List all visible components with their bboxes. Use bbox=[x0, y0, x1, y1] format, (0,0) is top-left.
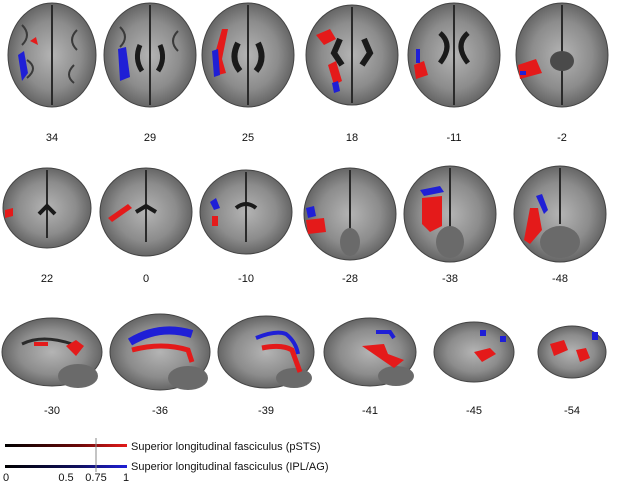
axial-slice-5 bbox=[407, 2, 501, 108]
slice-label: -11 bbox=[446, 132, 461, 144]
sagittal-slice-2 bbox=[109, 313, 211, 391]
axial-slice-4 bbox=[305, 4, 399, 106]
slice-label: -48 bbox=[552, 273, 568, 285]
slice-label: -30 bbox=[44, 405, 60, 417]
slice-label: 25 bbox=[242, 132, 254, 144]
coronal-slice-2 bbox=[99, 167, 193, 257]
legend-tick: 1 bbox=[123, 472, 129, 482]
row-axial bbox=[7, 2, 609, 108]
axial-slice-6 bbox=[515, 2, 609, 108]
slice-label: -41 bbox=[362, 405, 378, 417]
coronal-slice-4 bbox=[303, 167, 397, 261]
slice-label: 18 bbox=[346, 132, 358, 144]
sagittal-slice-3 bbox=[217, 315, 315, 389]
axial-slice-1 bbox=[7, 2, 97, 108]
coronal-slice-5 bbox=[403, 165, 497, 263]
coronal-slice-3 bbox=[199, 169, 293, 255]
slice-label: -38 bbox=[442, 273, 458, 285]
legend-label-pstS: Superior longitudinal fasciculus (pSTS) bbox=[131, 441, 321, 453]
coronal-slice-6 bbox=[513, 165, 607, 263]
slice-label: 22 bbox=[41, 273, 53, 285]
legend: Superior longitudinal fasciculus (pSTS) … bbox=[3, 438, 328, 482]
sagittal-slice-6 bbox=[537, 325, 607, 379]
slice-label: 29 bbox=[144, 132, 156, 144]
slice-label: 34 bbox=[46, 132, 58, 144]
sagittal-slice-4 bbox=[323, 317, 417, 387]
slice-label: -10 bbox=[238, 273, 254, 285]
row-coronal bbox=[2, 165, 607, 263]
legend-bar-pstS bbox=[5, 444, 127, 447]
slice-label: -28 bbox=[342, 273, 358, 285]
sagittal-slice-1 bbox=[1, 317, 103, 388]
axial-slice-3 bbox=[201, 2, 295, 108]
row-sagittal bbox=[1, 313, 607, 391]
legend-tick: 0.5 bbox=[58, 472, 73, 482]
slice-label: 0 bbox=[143, 273, 149, 285]
legend-tick: 0 bbox=[3, 472, 9, 482]
legend-tick: 0.75 bbox=[85, 472, 106, 482]
slice-label: -36 bbox=[152, 405, 168, 417]
slice-label: -45 bbox=[466, 405, 482, 417]
sagittal-slice-5 bbox=[433, 321, 515, 383]
slice-label: -2 bbox=[557, 132, 567, 144]
slice-labels: 34 29 25 18 -11 -2 22 0 -10 -28 -38 -48 … bbox=[41, 132, 580, 417]
slice-label: -39 bbox=[258, 405, 274, 417]
axial-slice-2 bbox=[103, 2, 197, 108]
legend-label-ipl-ag: Superior longitudinal fasciculus (IPL/AG… bbox=[131, 461, 328, 473]
legend-bar-ipl-ag bbox=[5, 465, 127, 468]
coronal-slice-1 bbox=[2, 167, 92, 249]
slice-label: -54 bbox=[564, 405, 580, 417]
